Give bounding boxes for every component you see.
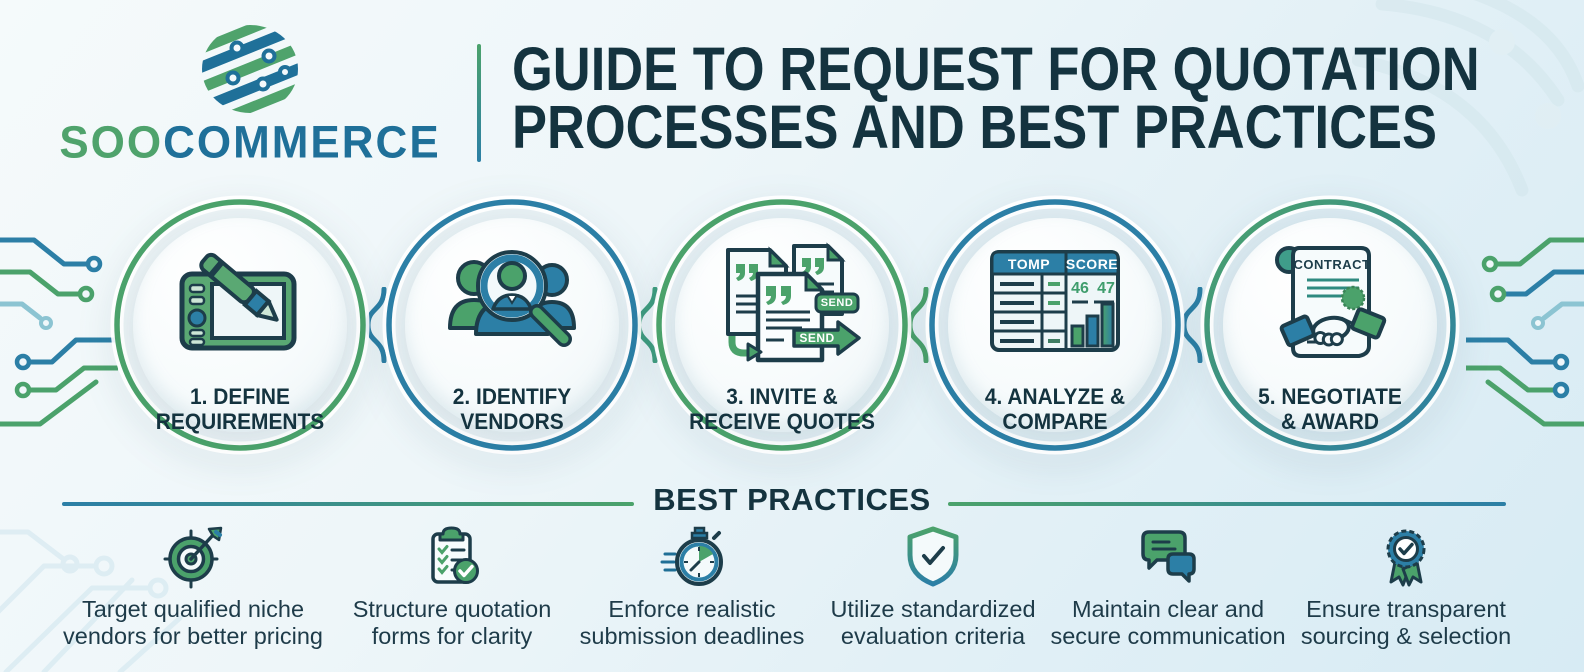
page-title-line2: PROCESSES AND BEST PRACTICES [512,93,1437,161]
process-step-invite-receive-quotes: SEND SEND 3. INVITE & RECEIVE QUOTES [650,193,914,457]
step-label: 5. NEGOTIATE & AWARD [1223,384,1438,434]
step-ring [382,195,642,455]
step-label: 2. IDENTIFY VENDORS [405,384,620,434]
circuit-trace-left [0,237,118,427]
shield-check-icon [799,520,1067,590]
target-arrow-icon [59,520,327,590]
score-value-left: 46 [1071,280,1089,297]
stopwatch-icon [558,520,826,590]
best-practice-item: Target qualified niche vendors for bette… [59,520,327,650]
brand-globe-icon [202,25,298,113]
step-label: 4. ANALYZE & COMPARE [948,384,1163,434]
brand-logo: SOOCOMMERCE [30,22,470,170]
best-practice-line2: forms for clarity [371,623,533,649]
best-practice-item: Maintain clear and secure communication [1034,520,1302,650]
step-disc: 1. DEFINE REQUIREMENTS [133,218,348,434]
step-label-line1: 3. INVITE & [726,384,838,409]
vendor-search-magnifier-icon [432,234,592,364]
score-value-right: 47 [1097,280,1115,297]
step-label-line2: RECEIVE QUOTES [689,409,875,434]
best-practice-text: Structure quotation forms for clarity [318,596,586,650]
step-label-line2: COMPARE [1002,409,1108,434]
step-label-line1: 2. IDENTIFY [452,384,572,409]
brand-wordmark: SOOCOMMERCE [30,117,470,169]
quote-documents-send-icon: SEND SEND [702,234,862,368]
step-label-line2: & AWARD [1281,409,1379,434]
best-practice-line1: Structure quotation [352,596,552,622]
award-ribbon-icon [1272,520,1540,590]
brand-wordmark-secondary: COMMERCE [163,117,441,168]
best-practice-text: Target qualified niche vendors for bette… [59,596,327,650]
step-label: 3. INVITE & RECEIVE QUOTES [675,384,890,434]
step-disc: CONTRACT 5. NEGOTIATE & AWARD [1223,218,1438,434]
best-practice-item: Ensure transparent sourcing & selection [1272,520,1540,650]
step-label-line2: VENDORS [460,409,564,434]
step-ring [925,195,1185,455]
send-pill-label: SEND [820,296,854,309]
best-practice-line2: vendors for better pricing [63,623,323,649]
best-practice-line2: submission deadlines [579,623,805,649]
step-ring [652,195,912,455]
step-disc: SEND SEND 3. INVITE & RECEIVE QUOTES [675,218,890,434]
step-disc: 2. IDENTIFY VENDORS [405,218,620,434]
step-ring [1200,195,1460,455]
best-practice-line1: Maintain clear and [1071,596,1265,622]
step-label-line1: 4. ANALYZE & [984,384,1126,409]
best-practice-line1: Ensure transparent [1306,596,1506,622]
send-arrow-label: SEND [799,331,835,345]
drawing-tablet-pen-icon [160,234,320,366]
circuit-trace-right [1466,237,1584,427]
best-practice-text: Maintain clear and secure communication [1034,596,1302,650]
step-label-line1: 1. DEFINE [190,384,290,409]
best-practice-line1: Utilize standardized [830,596,1036,622]
best-practice-text: Ensure transparent sourcing & selection [1272,596,1540,650]
best-practice-line2: evaluation criteria [840,623,1026,649]
chat-bubbles-icon [1034,520,1302,590]
step-label: 1. DEFINE REQUIREMENTS [133,384,348,434]
best-practice-item: Enforce realistic submission deadlines [558,520,826,650]
contract-handshake-icon: CONTRACT [1255,232,1405,366]
step-label-line1: 5. NEGOTIATE [1258,384,1402,409]
process-step-identify-vendors: 2. IDENTIFY VENDORS [380,193,644,457]
best-practice-item: Structure quotation forms for clarity [318,520,586,650]
table-header-left: TOMP [1007,255,1051,272]
contract-label: CONTRACT [1293,256,1371,272]
step-disc: TOMP SCORE 46 47 4. ANALYZE & COMPARE [948,218,1163,434]
best-practice-line1: Enforce realistic [608,596,776,622]
step-ring [110,195,370,455]
comparison-table-bar-chart-icon: TOMP SCORE 46 47 [980,240,1130,362]
step-label-line2: REQUIREMENTS [155,409,325,434]
table-header-right: SCORE [1065,255,1119,272]
best-practice-item: Utilize standardized evaluation criteria [799,520,1067,650]
header-divider [477,44,481,162]
clipboard-checklist-icon [318,520,586,590]
best-practice-line2: sourcing & selection [1300,623,1512,649]
brand-wordmark-primary: SOO [59,117,164,168]
page-title-line1: GUIDE TO REQUEST FOR QUOTATION [512,35,1480,103]
best-practices-heading: BEST PRACTICES [653,482,931,517]
best-practices-divider-right [948,502,1506,506]
best-practice-text: Enforce realistic submission deadlines [558,596,826,650]
best-practices-divider-left [62,502,634,506]
process-step-define-requirements: 1. DEFINE REQUIREMENTS [108,193,372,457]
best-practice-line1: Target qualified niche [81,596,305,622]
best-practice-text: Utilize standardized evaluation criteria [799,596,1067,650]
process-step-negotiate-award: CONTRACT 5. NEGOTIATE & AWARD [1198,193,1462,457]
process-step-analyze-compare: TOMP SCORE 46 47 4. ANALYZE & COMPARE [923,193,1187,457]
best-practice-line2: secure communication [1050,623,1286,649]
page-title: GUIDE TO REQUEST FOR QUOTATION PROCESSES… [512,35,1480,161]
